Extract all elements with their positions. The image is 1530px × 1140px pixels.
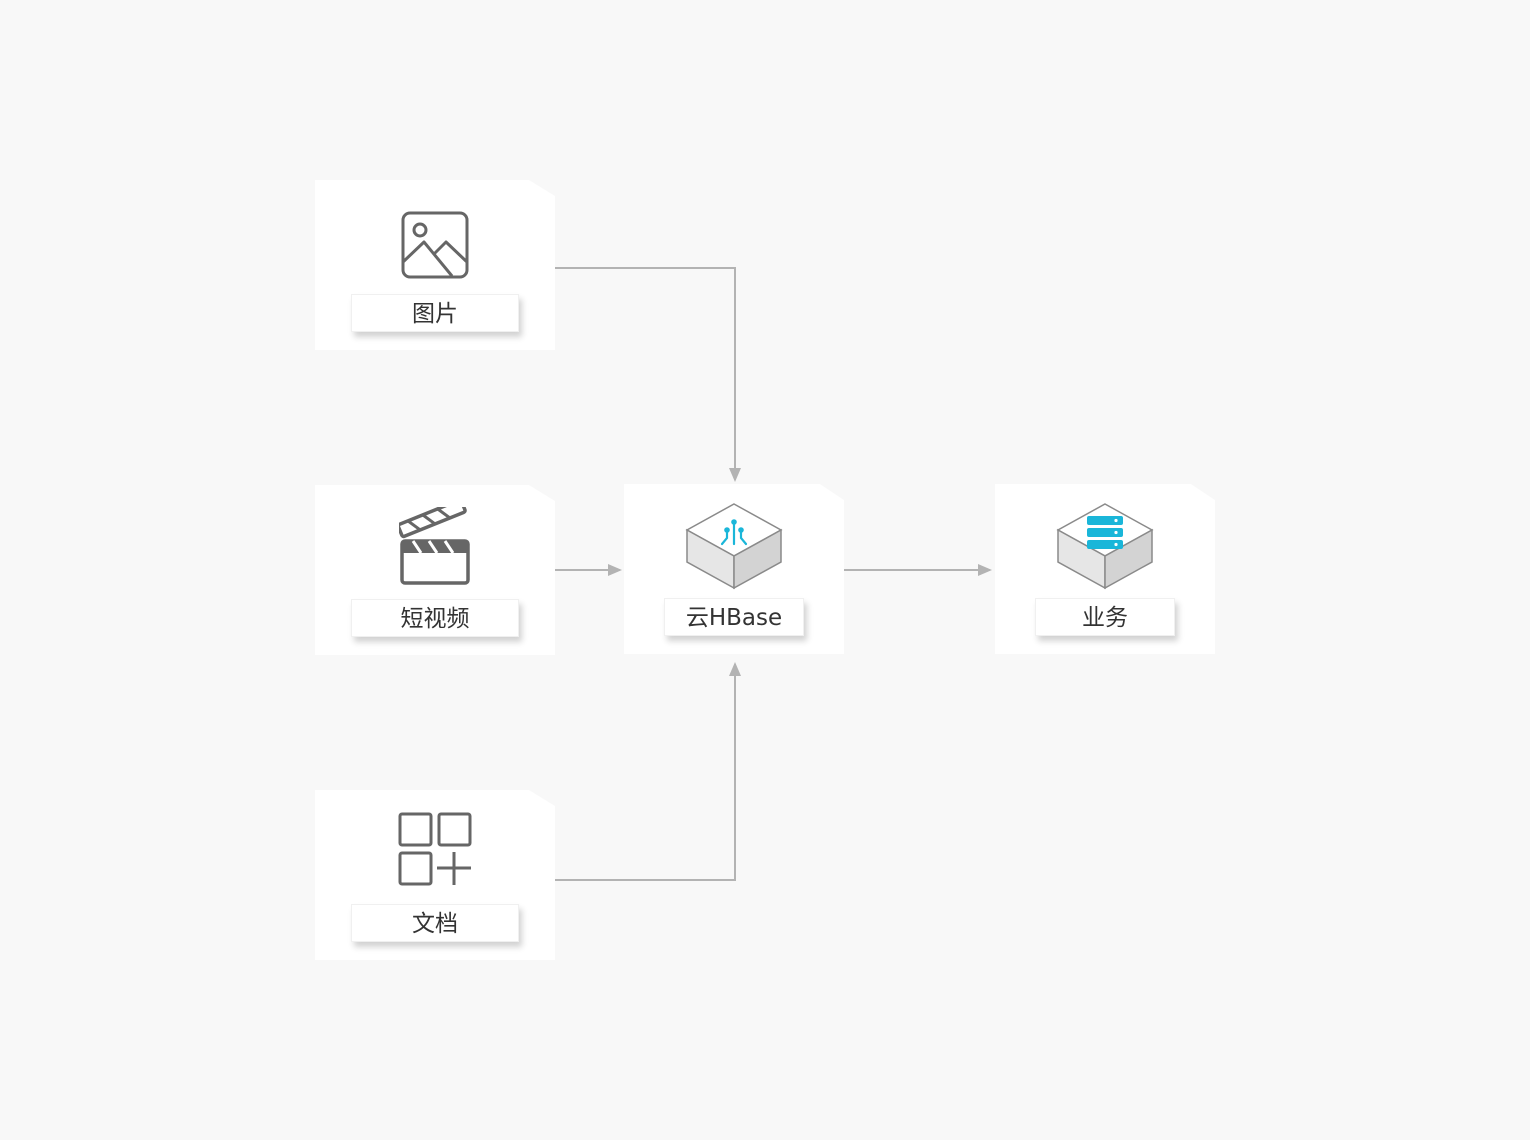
node-document-label: 文档 [351,904,519,942]
grid-plus-icon [398,812,472,886]
node-image[interactable]: 图片 [315,180,555,350]
node-business-label: 业务 [1035,598,1175,636]
edge-image-to-hbase [555,267,741,482]
clapperboard-icon [399,507,470,585]
node-image-label: 图片 [351,294,519,332]
node-hbase[interactable]: 云HBase [624,484,844,654]
node-document[interactable]: 文档 [315,790,555,960]
hbase-cube-icon [685,503,783,590]
node-business[interactable]: 业务 [995,484,1215,654]
node-hbase-label: 云HBase [664,598,804,636]
image-icon [401,211,469,279]
node-video-label: 短视频 [351,599,519,637]
edge-doc-to-hbase [555,662,741,881]
server-cube-icon [1056,503,1154,590]
node-video[interactable]: 短视频 [315,485,555,655]
